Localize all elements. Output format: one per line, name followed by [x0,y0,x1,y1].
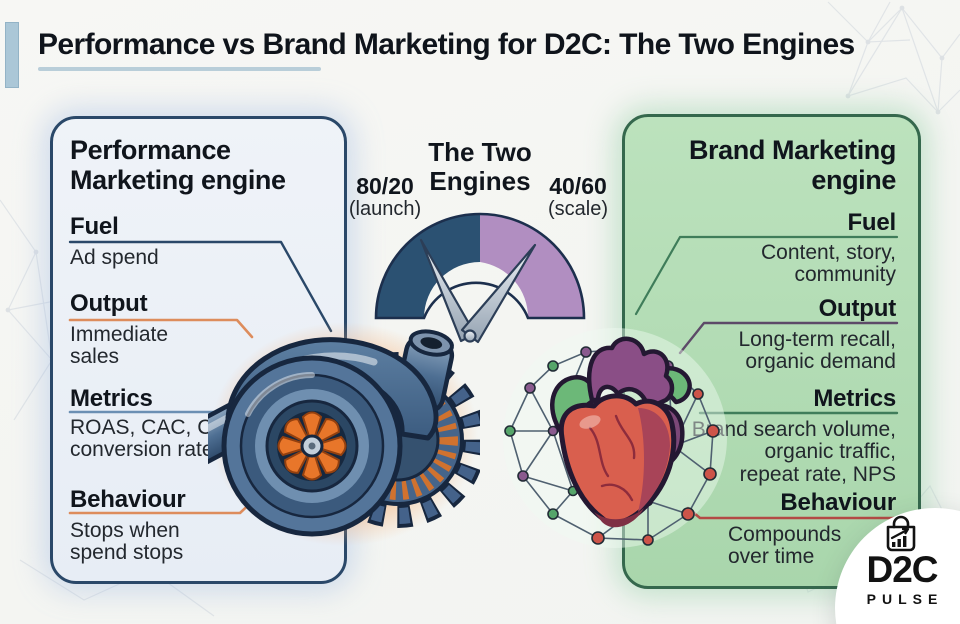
title-accent-bar [5,22,19,88]
page-title: Performance vs Brand Marketing for D2C: … [38,28,855,61]
heart-body [550,336,692,528]
right-output-label: Output [818,295,897,322]
right-behaviour-value: Compounds over time [728,523,842,569]
gauge-left-segment [376,214,480,318]
turbocharger-icon [208,322,480,546]
heart-network-icon [503,328,727,548]
logo-sub-text: PULSE [866,591,944,607]
performance-panel-title: Performance Marketing engine [70,135,286,195]
left-fuel-label: Fuel [70,213,119,240]
left-output-value: Immediate sales [70,323,169,369]
turbo-compressor [221,355,403,537]
right-fuel-value: Content, story, community [760,241,896,287]
gauge-right-value: 40/60 [549,173,607,199]
gauge-left-value: 80/20 [356,173,414,199]
logo-brand-text: D2C [866,549,938,590]
right-metrics-label: Metrics [813,385,896,412]
gauge-right-segment [480,214,584,318]
title-underline [38,67,321,71]
left-output-label: Output [70,290,148,317]
turbo-impeller [277,411,347,481]
gauge-outline [374,212,586,320]
left-metrics-label: Metrics [70,385,153,412]
right-fuel-label: Fuel [847,209,896,236]
gauge-title: The Two Engines [428,137,532,196]
brand-panel-title: Brand Marketing engine [688,135,896,195]
right-behaviour-label: Behaviour [780,489,896,516]
gauge-right-caption: (scale) [547,198,608,220]
shopping-bag-chart-icon [886,515,916,552]
gauge-left-caption: (launch) [348,198,422,220]
left-behaviour-label: Behaviour [70,486,186,513]
left-behaviour-value: Stops when spend stops [70,519,184,565]
right-output-value: Long-term recall, organic demand [738,328,896,374]
left-fuel-value: Ad spend [70,246,159,269]
right-metrics-value: Brand search volume, organic traffic, re… [692,418,896,486]
